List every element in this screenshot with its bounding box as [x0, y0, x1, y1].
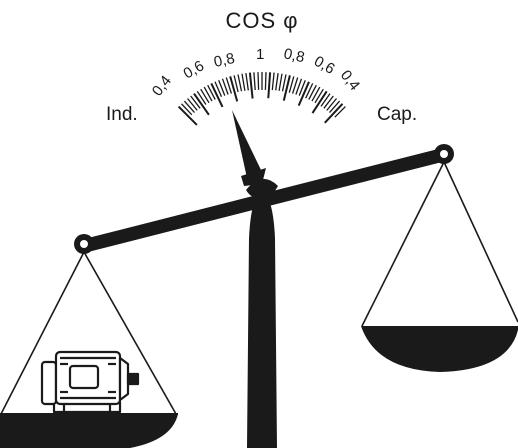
scale-tick [276, 73, 278, 90]
scale-tick [272, 73, 274, 91]
scale-tick [325, 104, 343, 123]
scale-label-left-0-8: 0,8 [212, 50, 236, 71]
label-inductive: Ind. [106, 104, 138, 125]
scale-label-right-0-8: 0,8 [282, 45, 306, 66]
scale-label-right-0-6: 0,6 [311, 53, 338, 78]
scale-tick [197, 91, 206, 104]
scale-tick [315, 89, 323, 103]
scale-label-right-0-4: 0,4 [337, 67, 363, 94]
scale-tick [238, 75, 242, 92]
scale-tick [254, 72, 255, 90]
scale-label-left-0-6: 0,6 [181, 57, 208, 82]
scale-tick [335, 107, 346, 118]
scale-tick [283, 75, 287, 92]
scale-label-left-0-4: 0,4 [149, 73, 175, 100]
scale-tick [327, 99, 337, 111]
scale-tick [265, 72, 266, 90]
label-capacitive: Cap. [377, 104, 417, 125]
scale-tick [188, 99, 198, 111]
left-pan [0, 414, 178, 448]
scale-ticks [179, 72, 346, 125]
balance-post [247, 192, 277, 448]
scale-tick [201, 89, 209, 103]
title-cos-phi: COS φ [225, 8, 298, 33]
scale-tick [321, 94, 330, 107]
scale-label-center-1: 1 [256, 46, 264, 63]
scale-tick [182, 104, 192, 115]
scale-tick [268, 72, 270, 98]
scale-tick [309, 85, 317, 99]
right-pan-strings [362, 162, 518, 326]
right-pan [361, 326, 518, 372]
scale-tick [191, 96, 200, 108]
scale-tick [179, 107, 197, 125]
pointer-needle-icon [232, 110, 262, 178]
scale-tick [230, 76, 237, 101]
scale-tick [312, 87, 320, 101]
right-pivot-hole [440, 150, 448, 158]
electric-motor-icon [42, 352, 138, 412]
left-pivot-hole [80, 240, 88, 248]
scale-tick [258, 72, 259, 90]
scale-tick [279, 74, 282, 91]
scale-tick [184, 101, 194, 113]
scale-tick [250, 73, 253, 99]
scale-tick [324, 96, 333, 108]
scale-tick [242, 74, 245, 91]
scale-tick [246, 73, 248, 90]
scale-tick [204, 87, 212, 101]
